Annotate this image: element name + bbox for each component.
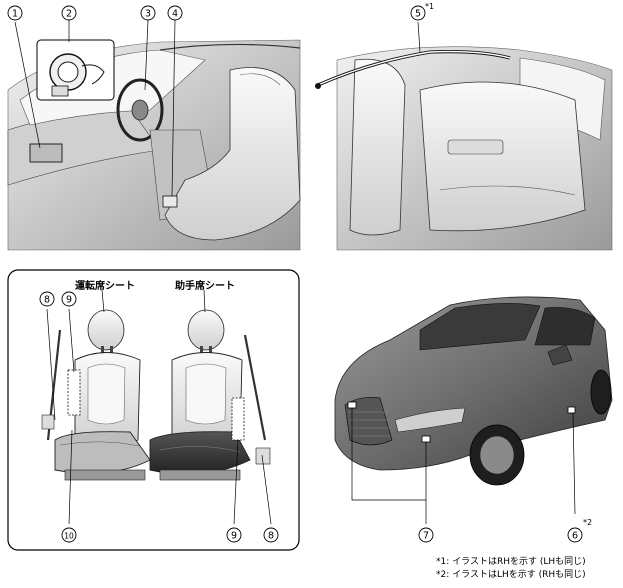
callout-1: 1 — [7, 5, 23, 21]
clock-spring-inset — [36, 39, 115, 101]
callout-text: 4 — [172, 9, 178, 20]
callout-9: 9 — [61, 291, 77, 307]
rear-interior-view — [315, 21, 613, 251]
callout-8: 8 — [39, 291, 55, 307]
front-interior-view — [7, 19, 301, 251]
passenger-seat-label: 助手席シート — [175, 281, 235, 292]
callout-8: 8 — [263, 527, 279, 543]
callout-numbers: 1 2 3 4 5 6 7 8 9 10 8 9 — [7, 5, 583, 543]
callout-4: 4 — [167, 5, 183, 21]
callout-3: 3 — [140, 5, 156, 21]
callout-9: 9 — [226, 527, 242, 543]
footnote-1: *1: イラストはRHを示す (LHも同じ) — [436, 557, 586, 567]
callout-text: 3 — [145, 9, 151, 20]
callout-6: 6 — [567, 527, 583, 543]
superscript-1: *1 — [425, 2, 435, 11]
callout-2: 2 — [61, 5, 77, 21]
driver-seat — [41, 289, 151, 525]
footnote-2: *2: イラストはLHを示す (RHも同じ) — [436, 570, 586, 580]
callout-text: 2 — [66, 9, 72, 20]
callout-text: 7 — [423, 531, 429, 542]
exterior-car-view — [334, 296, 613, 524]
callout-10: 10 — [61, 527, 77, 543]
seats-panel — [7, 269, 300, 551]
callout-text: 10 — [64, 532, 74, 541]
callout-text: 9 — [231, 531, 237, 542]
superscript-2: *2 — [583, 518, 593, 527]
callout-text: 8 — [44, 295, 50, 306]
passenger-seat — [149, 289, 272, 525]
callout-text: 9 — [66, 295, 72, 306]
callout-7: 7 — [418, 527, 434, 543]
callout-5: 5 — [410, 5, 426, 21]
callout-text: 5 — [415, 9, 421, 20]
callout-text: 6 — [572, 531, 578, 542]
driver-seat-label: 運転席シート — [75, 281, 135, 292]
callout-text: 8 — [268, 531, 274, 542]
callout-text: 1 — [12, 9, 18, 20]
